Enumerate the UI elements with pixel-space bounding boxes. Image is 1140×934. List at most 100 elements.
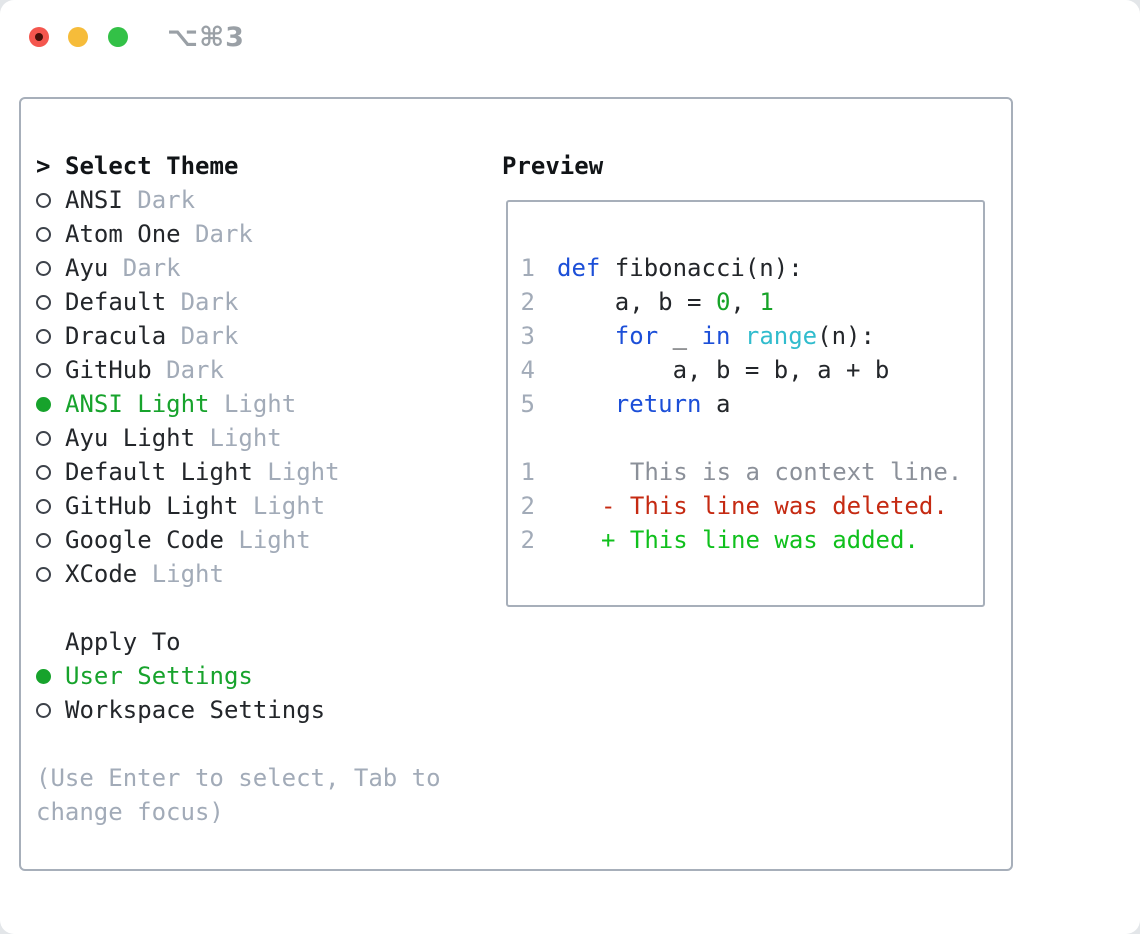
- radio-unselected-icon: [36, 498, 51, 514]
- apply-to-heading: Apply To: [36, 625, 476, 659]
- theme-variant: Light: [137, 560, 224, 588]
- window-shortcut-label: ⌥⌘3: [167, 21, 245, 53]
- code-segment: in: [701, 322, 731, 350]
- theme-option-default[interactable]: Default Dark: [36, 285, 476, 319]
- code-line: 2 a, b = 0, 1: [520, 285, 983, 319]
- theme-variant: Light: [252, 458, 340, 486]
- diff-text: This is a context line.: [601, 458, 963, 486]
- theme-name: Ayu: [65, 254, 109, 282]
- select-theme-title: Select Theme: [65, 152, 239, 180]
- theme-option-github-light[interactable]: GitHub Light Light: [36, 489, 476, 523]
- theme-name: GitHub: [65, 356, 152, 384]
- theme-option-dracula[interactable]: Dracula Dark: [36, 319, 476, 353]
- code-segment: ,: [730, 288, 760, 316]
- radio-unselected-icon: [36, 702, 51, 718]
- radio-icon: [36, 396, 65, 412]
- spacer: [36, 727, 476, 761]
- theme-option-xcode[interactable]: XCode Light: [36, 557, 476, 591]
- code-segment: 1: [759, 288, 774, 316]
- radio-icon: [36, 294, 65, 310]
- radio-unselected-icon: [36, 192, 51, 208]
- line-number: 3: [520, 322, 535, 350]
- code-segment: 0: [715, 288, 731, 316]
- radio-icon: [36, 566, 65, 582]
- theme-variant: Dark: [108, 254, 181, 282]
- hint-line: (Use Enter to select, Tab to: [36, 761, 476, 795]
- titlebar: ⌥⌘3: [0, 0, 1140, 74]
- code-segment: _: [658, 322, 702, 350]
- theme-name: GitHub Light: [65, 492, 239, 520]
- theme-variant: Dark: [180, 220, 253, 248]
- minimize-button[interactable]: [68, 27, 88, 47]
- radio-icon: [36, 668, 65, 684]
- theme-name: Google Code: [65, 526, 224, 554]
- theme-variant: Dark: [151, 356, 224, 384]
- theme-variant: Dark: [166, 288, 239, 316]
- theme-option-ansi[interactable]: ANSI Dark: [36, 183, 476, 217]
- radio-unselected-icon: [36, 294, 51, 310]
- radio-unselected-icon: [36, 362, 51, 378]
- theme-name: Default Light: [65, 458, 253, 486]
- code-segment: [557, 322, 615, 350]
- code-segment: a, b =: [557, 288, 716, 316]
- diff-text: + This line was added.: [601, 526, 919, 554]
- theme-name: Default: [65, 288, 167, 316]
- code-segment: def: [557, 254, 601, 282]
- apply-option-label: Workspace Settings: [65, 696, 326, 724]
- line-number: 1: [520, 254, 535, 282]
- apply-to-title: Apply To: [65, 628, 181, 656]
- code-segment: a, b = b, a + b: [557, 356, 890, 384]
- code-segment: return: [614, 390, 702, 418]
- code-segment: [730, 322, 744, 350]
- line-number: 4: [520, 356, 535, 384]
- apply-option-workspace-settings[interactable]: Workspace Settings: [36, 693, 476, 727]
- theme-option-github[interactable]: GitHub Dark: [36, 353, 476, 387]
- code-segment: for: [614, 322, 659, 350]
- theme-variant: Light: [195, 424, 282, 452]
- theme-variant: Light: [238, 492, 326, 520]
- radio-unselected-icon: [36, 566, 51, 582]
- theme-variant: Light: [209, 390, 297, 418]
- apply-option-user-settings[interactable]: User Settings: [36, 659, 476, 693]
- line-number: 1: [520, 458, 535, 486]
- radio-icon: [36, 464, 65, 480]
- hint-text: (Use Enter to select, Tab to: [36, 764, 441, 792]
- code-line: 5 return a: [520, 387, 983, 421]
- theme-option-ansi-light[interactable]: ANSI Light Light: [36, 387, 476, 421]
- diff-line-context: 1 This is a context line.: [520, 455, 983, 489]
- radio-selected-icon: [36, 668, 51, 684]
- theme-option-default-light[interactable]: Default Light Light: [36, 455, 476, 489]
- code-segment: a: [701, 390, 731, 418]
- radio-unselected-icon: [36, 532, 51, 548]
- line-number: 2: [520, 492, 535, 520]
- radio-unselected-icon: [36, 260, 51, 276]
- radio-icon: [36, 260, 65, 276]
- theme-option-atom-one[interactable]: Atom One Dark: [36, 217, 476, 251]
- theme-name: Ayu Light: [65, 424, 196, 452]
- radio-selected-icon: [36, 396, 51, 412]
- radio-unselected-icon: [36, 226, 51, 242]
- radio-icon: [36, 226, 65, 242]
- radio-icon: [36, 362, 65, 378]
- hint-text: change focus): [36, 798, 224, 826]
- theme-variant: Light: [223, 526, 311, 554]
- hint-line: change focus): [36, 795, 476, 829]
- theme-option-ayu-light[interactable]: Ayu Light Light: [36, 421, 476, 455]
- theme-option-google-code[interactable]: Google Code Light: [36, 523, 476, 557]
- theme-name: ANSI: [65, 186, 123, 214]
- radio-icon: [36, 702, 65, 718]
- theme-name: Dracula: [65, 322, 167, 350]
- zoom-button[interactable]: [108, 27, 128, 47]
- radio-icon: [36, 328, 65, 344]
- spacer: [36, 591, 476, 625]
- theme-option-ayu[interactable]: Ayu Dark: [36, 251, 476, 285]
- line-number: 2: [520, 288, 535, 316]
- close-button[interactable]: [29, 27, 49, 47]
- radio-icon: [36, 192, 65, 208]
- line-number: 5: [520, 390, 535, 418]
